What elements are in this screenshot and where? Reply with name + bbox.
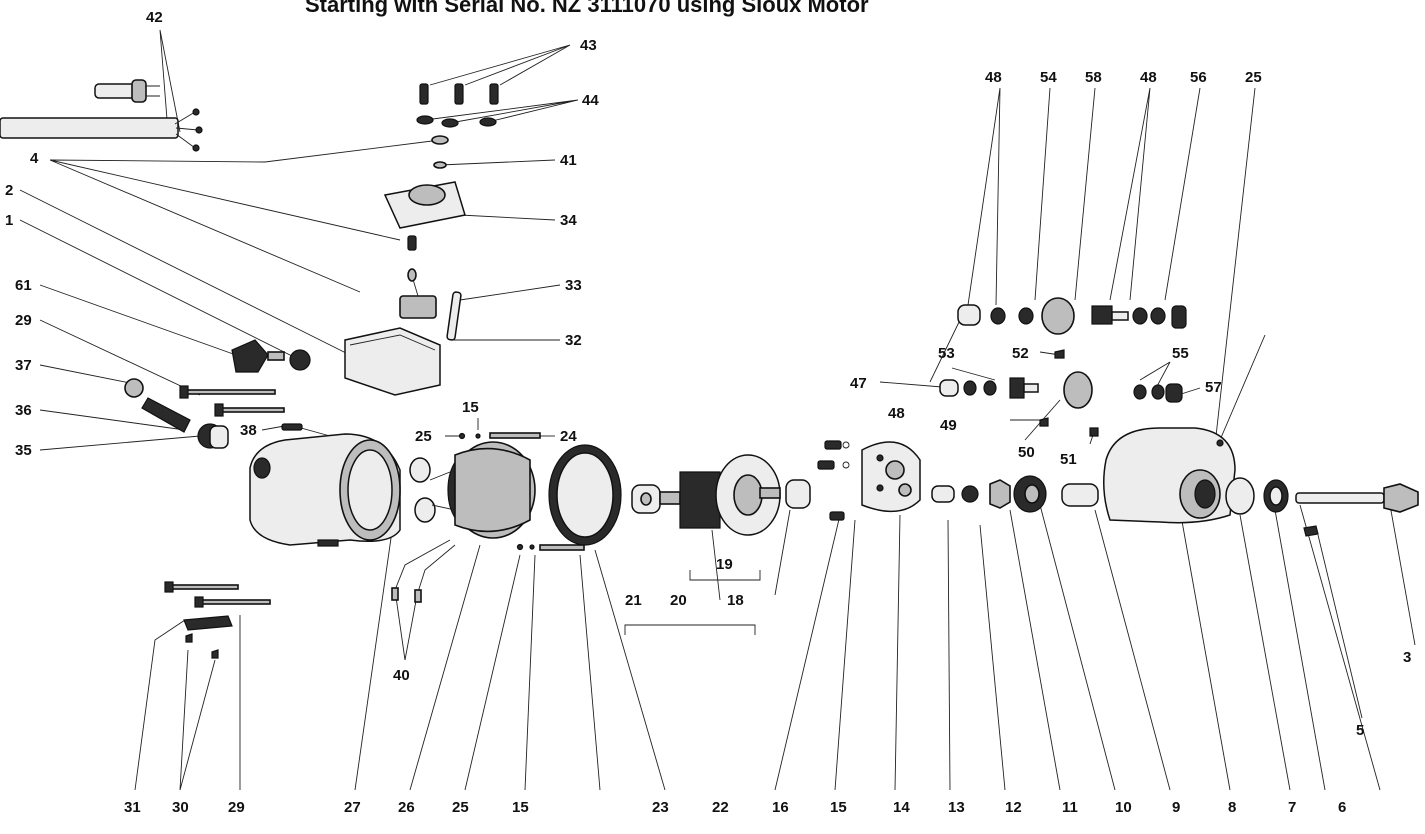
brush-holder-36-37-35 xyxy=(124,378,229,449)
upper-gear-cluster xyxy=(957,297,1187,335)
part-label-7: 7 xyxy=(1288,799,1296,816)
armature-19-20 xyxy=(659,454,781,536)
part-label-47: 47 xyxy=(850,375,867,392)
part-label-1: 1 xyxy=(5,212,13,229)
part-label-57: 57 xyxy=(1205,379,1222,396)
part-label-61: 61 xyxy=(15,277,32,294)
part-label-44: 44 xyxy=(582,92,599,109)
bearing-18 xyxy=(785,479,811,509)
part-label-49: 49 xyxy=(940,417,957,434)
bottom-left-hardware xyxy=(164,581,271,659)
part-label-15a: 15 xyxy=(462,399,479,416)
part-label-38: 38 xyxy=(240,422,257,439)
long-screws-29 xyxy=(179,385,285,417)
part-label-5: 5 xyxy=(1356,722,1364,739)
part-label-19: 19 xyxy=(716,556,733,573)
part-label-11: 11 xyxy=(1062,799,1078,816)
part-label-48b: 48 xyxy=(1140,69,1157,86)
part-label-48c: 48 xyxy=(888,405,905,422)
part-label-22: 22 xyxy=(712,799,729,816)
knobs-61 xyxy=(231,339,311,373)
toggle-switch-2 xyxy=(399,268,437,319)
part-label-14: 14 xyxy=(893,799,910,816)
part-label-29a: 29 xyxy=(15,312,32,329)
part-label-20: 20 xyxy=(670,592,687,609)
gear-case-8 xyxy=(1103,427,1236,524)
part-label-25c: 25 xyxy=(452,799,469,816)
part-label-48a: 48 xyxy=(985,69,1002,86)
part-label-23: 23 xyxy=(652,799,669,816)
field-coil-26 xyxy=(409,441,536,539)
part-label-29b: 29 xyxy=(228,799,245,816)
part-label-58: 58 xyxy=(1085,69,1102,86)
spindle-3 xyxy=(1295,483,1419,513)
part-label-42: 42 xyxy=(146,9,163,26)
part-label-54: 54 xyxy=(1040,69,1057,86)
part-label-16: 16 xyxy=(772,799,789,816)
bearing-7-6 xyxy=(1225,477,1289,515)
part-label-43: 43 xyxy=(580,37,597,54)
bolt-38 xyxy=(281,423,303,431)
leader-lines xyxy=(19,29,1416,791)
end-bell-23 xyxy=(548,444,622,546)
bearing-21 xyxy=(631,484,661,514)
part-label-13: 13 xyxy=(948,799,965,816)
part-number-labels: 42 43 44 4 41 2 1 34 61 33 29 32 37 15 3… xyxy=(5,9,1411,816)
gear-train-13-9 xyxy=(931,475,1099,513)
part-label-4: 4 xyxy=(30,150,39,167)
part-label-26: 26 xyxy=(398,799,415,816)
part-label-10: 10 xyxy=(1115,799,1132,816)
part-label-25b: 25 xyxy=(1245,69,1262,86)
switch-housing-1 xyxy=(344,327,441,396)
leads-40 xyxy=(391,539,456,603)
part-label-55: 55 xyxy=(1172,345,1189,362)
part-label-21: 21 xyxy=(625,592,642,609)
screws-16 xyxy=(817,440,850,521)
part-label-52: 52 xyxy=(1012,345,1029,362)
pin-25-right xyxy=(1216,439,1224,447)
bolt-lower xyxy=(516,543,585,551)
part-label-35: 35 xyxy=(15,442,32,459)
part-label-25a: 25 xyxy=(415,428,432,445)
part-label-33: 33 xyxy=(565,277,582,294)
field-housing-27 xyxy=(249,433,401,547)
part-label-34: 34 xyxy=(560,212,577,229)
switch-plate-34 xyxy=(383,181,466,251)
gear-plate-14 xyxy=(861,441,921,513)
part-label-53: 53 xyxy=(938,345,955,362)
part-label-24: 24 xyxy=(560,428,577,445)
part-label-15c: 15 xyxy=(830,799,847,816)
part-label-15b: 15 xyxy=(512,799,529,816)
through-bolt-24 xyxy=(458,432,541,440)
part-label-6: 6 xyxy=(1338,799,1346,816)
diagram-title: Starting with Serial No. NZ 3111070 usin… xyxy=(305,0,869,17)
part-label-8: 8 xyxy=(1228,799,1236,816)
fuse-33-32 xyxy=(446,291,462,341)
part-label-51: 51 xyxy=(1060,451,1077,468)
part-label-32: 32 xyxy=(565,332,582,349)
part-label-30: 30 xyxy=(172,799,189,816)
screws-43 xyxy=(419,83,499,105)
part-label-12: 12 xyxy=(1005,799,1022,816)
part-label-50: 50 xyxy=(1018,444,1035,461)
middle-gear-cluster xyxy=(939,349,1183,437)
part-label-37: 37 xyxy=(15,357,32,374)
part-label-2: 2 xyxy=(5,182,13,199)
part-label-56: 56 xyxy=(1190,69,1207,86)
washers-44 xyxy=(416,115,497,169)
part-label-9: 9 xyxy=(1172,799,1180,816)
part-label-18: 18 xyxy=(727,592,744,609)
part-label-31: 31 xyxy=(124,799,141,816)
part-label-36: 36 xyxy=(15,402,32,419)
key-5 xyxy=(1303,525,1319,537)
part-label-3: 3 xyxy=(1403,649,1411,666)
part-label-41: 41 xyxy=(560,152,577,169)
cord-and-plug xyxy=(0,79,203,152)
part-label-27: 27 xyxy=(344,799,361,816)
part-label-40: 40 xyxy=(393,667,410,684)
